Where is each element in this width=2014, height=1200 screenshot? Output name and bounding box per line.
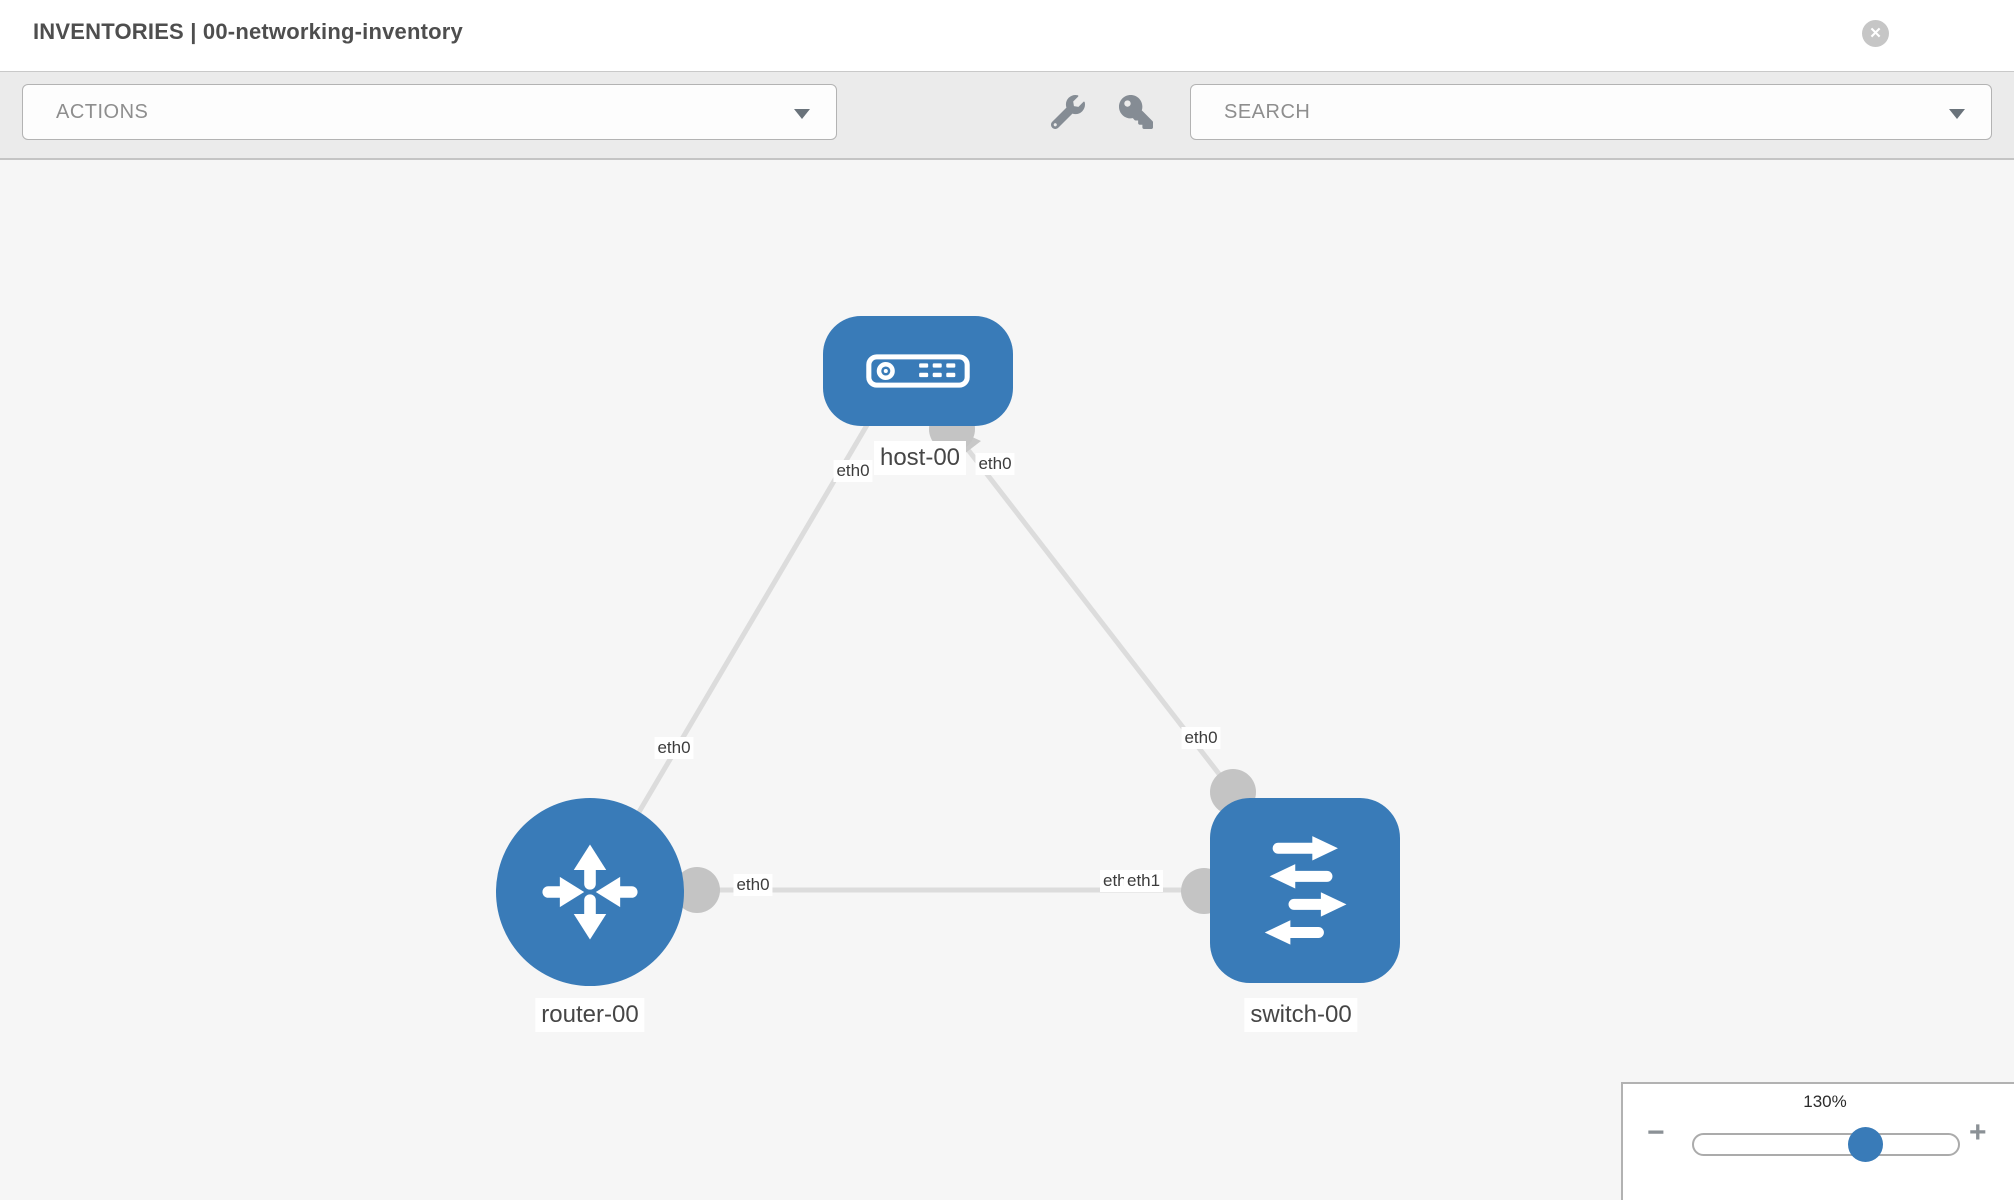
close-icon: ✕ [1869, 25, 1882, 42]
iface-label-switch-top: eth0 [1181, 727, 1221, 749]
node-switch-00[interactable] [1210, 798, 1400, 983]
zoom-slider-track[interactable] [1692, 1133, 1960, 1156]
iface-label-router-top: eth0 [654, 737, 694, 759]
key-icon [1119, 95, 1153, 129]
iface-label-occluded: eth0 [1100, 870, 1125, 892]
minus-icon: − [1647, 1116, 1665, 1149]
node-host-00[interactable] [823, 316, 1013, 426]
tools-button[interactable] [1041, 85, 1095, 139]
iface-label-router-right: eth0 [733, 874, 773, 896]
chevron-down-icon [794, 109, 810, 119]
search-dropdown-label: SEARCH [1224, 100, 1311, 123]
zoom-out-button[interactable]: − [1647, 1118, 1665, 1148]
switch-icon [1264, 835, 1347, 945]
iface-label-switch-left-overlap: eth0 eth1 [1100, 870, 1164, 892]
toolbar: ACTIONS SEARCH [0, 72, 2014, 160]
zoom-in-button[interactable]: + [1969, 1118, 1987, 1148]
node-router-00[interactable] [496, 798, 684, 986]
actions-dropdown[interactable]: ACTIONS [22, 84, 837, 140]
chevron-down-icon [1949, 109, 1965, 119]
zoom-panel: 130% − + [1621, 1082, 2014, 1200]
iface-label-host-right: eth0 [975, 453, 1015, 475]
page-title: INVENTORIES | 00-networking-inventory [33, 19, 463, 44]
search-dropdown[interactable]: SEARCH [1190, 84, 1992, 140]
wrench-icon [1051, 95, 1085, 129]
header-bar: INVENTORIES | 00-networking-inventory ✕ [0, 0, 2014, 72]
zoom-slider-thumb[interactable] [1848, 1127, 1883, 1162]
node-label-switch: switch-00 [1244, 998, 1358, 1032]
node-label-host: host-00 [873, 441, 967, 475]
node-label-router: router-00 [535, 998, 645, 1032]
host-icon [866, 354, 970, 388]
close-button[interactable]: ✕ [1862, 20, 1889, 47]
plus-icon: + [1969, 1116, 1987, 1149]
iface-label-switch-eth1: eth1 [1124, 870, 1164, 892]
zoom-level-value: 130% [1803, 1092, 1847, 1111]
router-icon [542, 844, 638, 940]
credentials-button[interactable] [1109, 85, 1163, 139]
actions-dropdown-label: ACTIONS [56, 100, 149, 123]
iface-label-host-left: eth0 [833, 460, 873, 482]
